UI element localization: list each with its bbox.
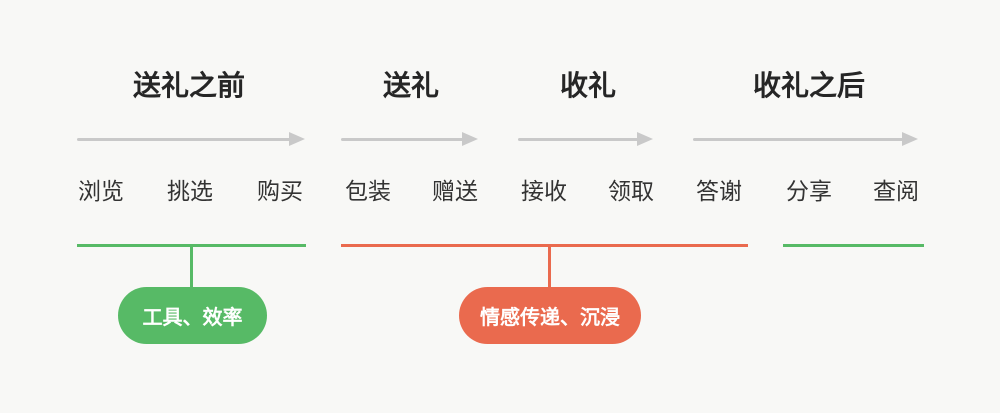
- stem-tools-green: [190, 246, 193, 288]
- stage-give: 赠送: [432, 179, 478, 205]
- annotation-emotion-immersion: 情感传递、沉浸: [459, 287, 641, 344]
- stem-emotion-orange: [548, 246, 551, 288]
- stage-review: 查阅: [873, 179, 919, 205]
- phase-title-before-gifting: 送礼之前: [132, 69, 246, 102]
- phase-title-after-receiving: 收礼之后: [752, 69, 866, 102]
- stage-select: 挑选: [167, 179, 213, 205]
- phase-title-receiving: 收礼: [559, 69, 617, 102]
- arrow-right-icon: [77, 132, 305, 147]
- phase-title-gifting: 送礼: [382, 69, 440, 102]
- arrow-right-icon: [693, 132, 918, 147]
- arrow-head: [289, 132, 305, 146]
- stage-share: 分享: [786, 179, 832, 205]
- underline-share-green: [783, 244, 924, 247]
- stage-wrap: 包装: [345, 179, 391, 205]
- arrow-shaft: [518, 138, 639, 141]
- stage-thank: 答谢: [696, 179, 742, 205]
- arrow-head: [902, 132, 918, 146]
- underline-tools-green: [77, 244, 306, 247]
- stage-receive: 接收: [521, 179, 567, 205]
- arrow-shaft: [693, 138, 904, 141]
- stage-browse: 浏览: [78, 179, 124, 205]
- arrow-right-icon: [341, 132, 478, 147]
- arrow-shaft: [341, 138, 464, 141]
- annotation-tools-efficiency: 工具、效率: [118, 287, 267, 344]
- arrow-head: [637, 132, 653, 146]
- arrow-right-icon: [518, 132, 653, 147]
- arrow-head: [462, 132, 478, 146]
- stage-claim: 领取: [608, 179, 654, 205]
- stage-purchase: 购买: [257, 179, 303, 205]
- underline-emotion-orange: [341, 244, 748, 247]
- arrow-shaft: [77, 138, 291, 141]
